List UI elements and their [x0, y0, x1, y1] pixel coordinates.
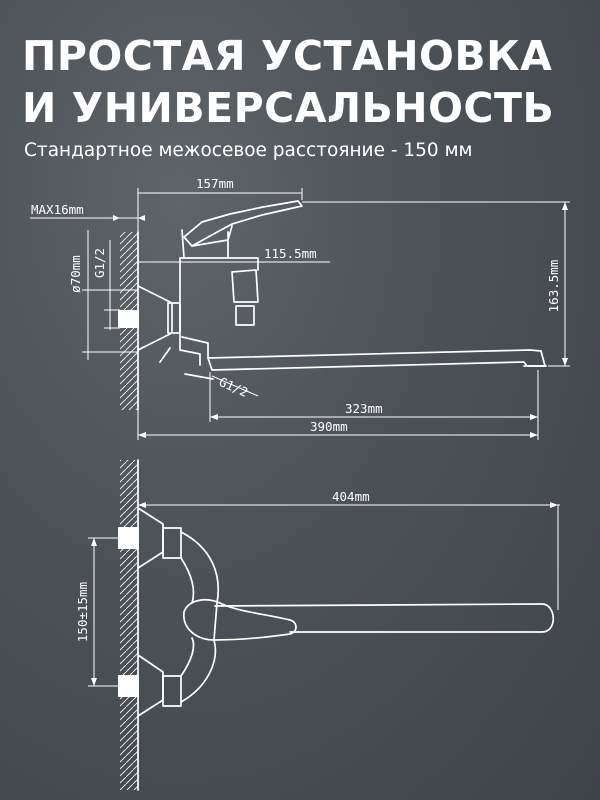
- page-title: ПРОСТАЯ УСТАНОВКА И УНИВЕРСАЛЬНОСТЬ: [22, 30, 554, 134]
- faucet-side: [137, 200, 547, 380]
- page-subtitle: Стандартное межосевое расстояние - 150 м…: [24, 140, 473, 161]
- dim-163-5: 163.5mm: [546, 260, 561, 313]
- dim-g12-top: G1/2: [92, 248, 107, 278]
- dim-404: 404mm: [332, 489, 370, 504]
- faucet-top: [137, 507, 555, 717]
- title-line-1: ПРОСТАЯ УСТАНОВКА: [22, 32, 553, 80]
- top-view: 404mm 150±15mm: [75, 459, 560, 791]
- dim-115-5: 115.5mm: [264, 246, 317, 261]
- wall-top: [118, 459, 139, 791]
- dimensions-top: 404mm 150±15mm: [75, 489, 560, 687]
- dim-g12-bottom: G1/2: [217, 374, 251, 400]
- wall-side: [118, 231, 139, 411]
- dim-157: 157mm: [196, 176, 234, 191]
- dimensions-side: 157mm MAX16mm ø70mm G1/2 115.5mm: [30, 176, 570, 440]
- dim-max16: MAX16mm: [31, 202, 84, 217]
- dim-d70: ø70mm: [68, 255, 83, 293]
- title-line-2: И УНИВЕРСАЛЬНОСТЬ: [22, 84, 555, 132]
- dim-150: 150±15mm: [75, 582, 90, 642]
- dim-323: 323mm: [345, 401, 383, 416]
- dim-390: 390mm: [310, 419, 348, 434]
- side-view: 157mm MAX16mm ø70mm G1/2 115.5mm: [30, 176, 570, 440]
